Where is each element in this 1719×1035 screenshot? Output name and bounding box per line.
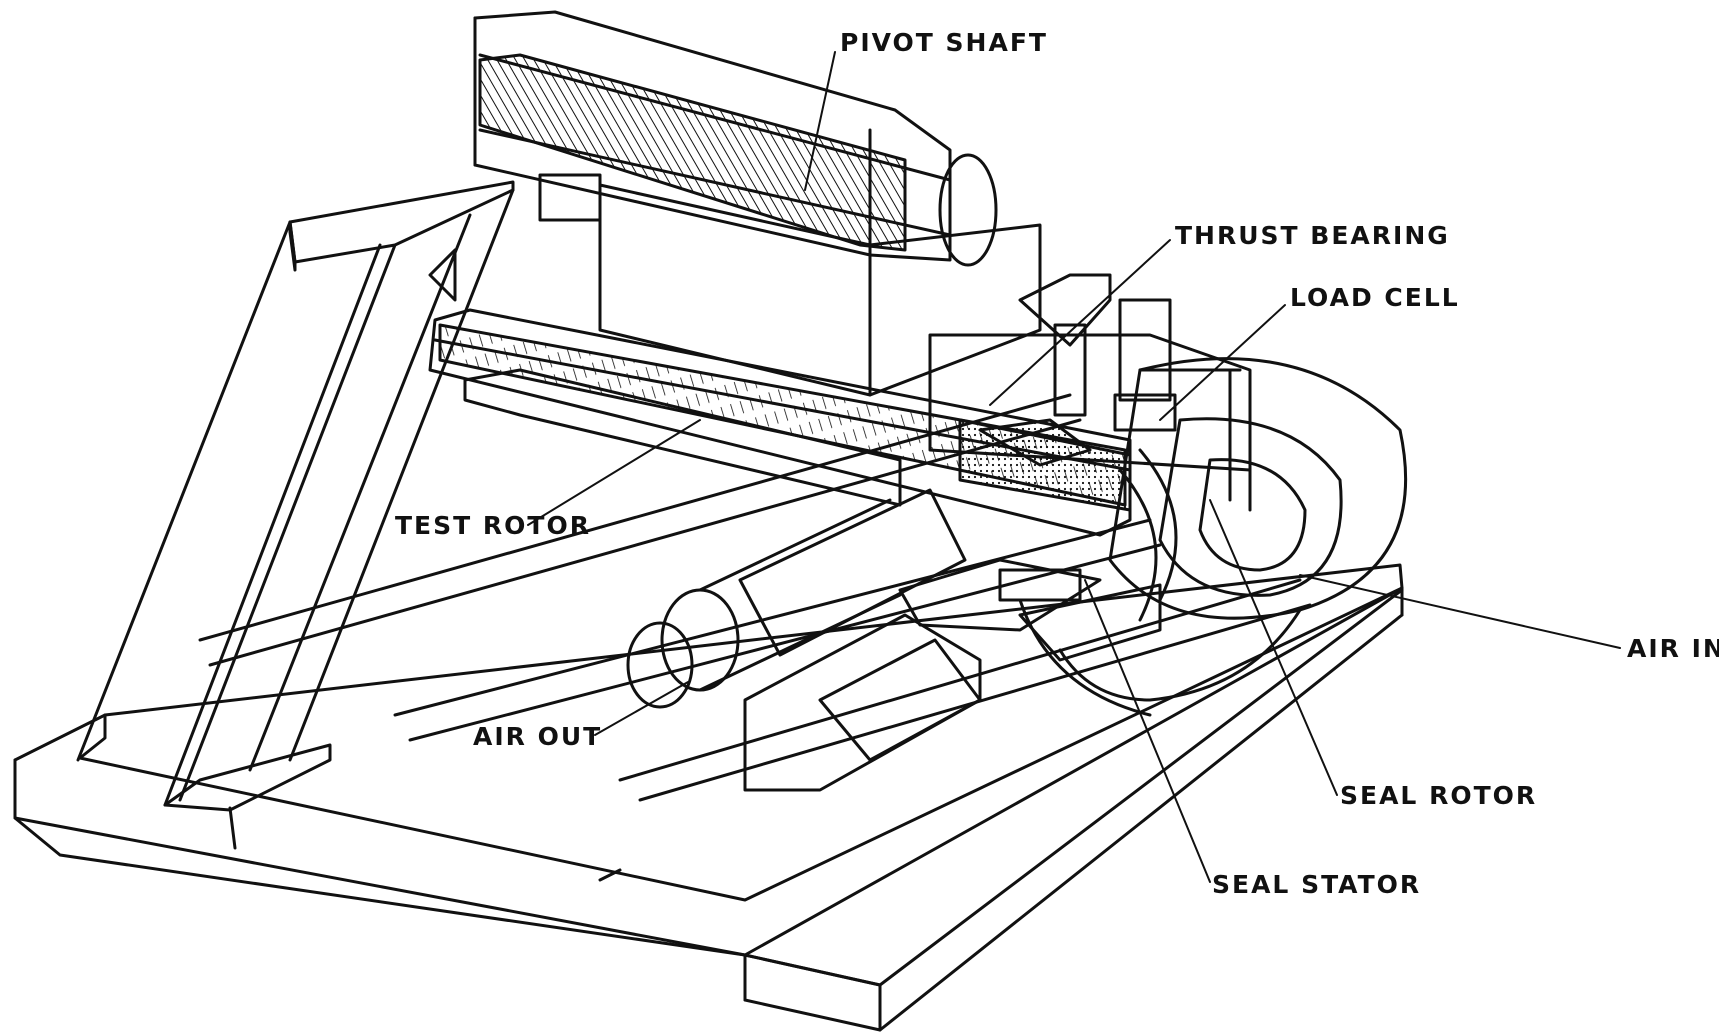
base-frame <box>13 393 1404 1032</box>
lower-bracket <box>743 558 1162 792</box>
seal-housing <box>1018 357 1408 717</box>
label-thrust-bearing: THRUST BEARING <box>1175 221 1450 250</box>
label-pivot-shaft: PIVOT SHAFT <box>840 28 1048 57</box>
label-air-out: AIR OUT <box>473 722 603 751</box>
label-test-rotor: TEST ROTOR <box>395 511 591 540</box>
air-out-pipe <box>626 488 967 709</box>
pivot-housing <box>473 10 998 267</box>
thrust-load-assembly <box>978 298 1177 467</box>
label-load-cell: LOAD CELL <box>1290 283 1460 312</box>
leader-lines <box>527 51 1621 883</box>
support-leg <box>76 180 515 812</box>
label-seal-stator: SEAL STATOR <box>1212 870 1422 899</box>
label-air-in: AIR IN <box>1627 634 1719 663</box>
label-seal-rotor: SEAL ROTOR <box>1340 781 1538 810</box>
